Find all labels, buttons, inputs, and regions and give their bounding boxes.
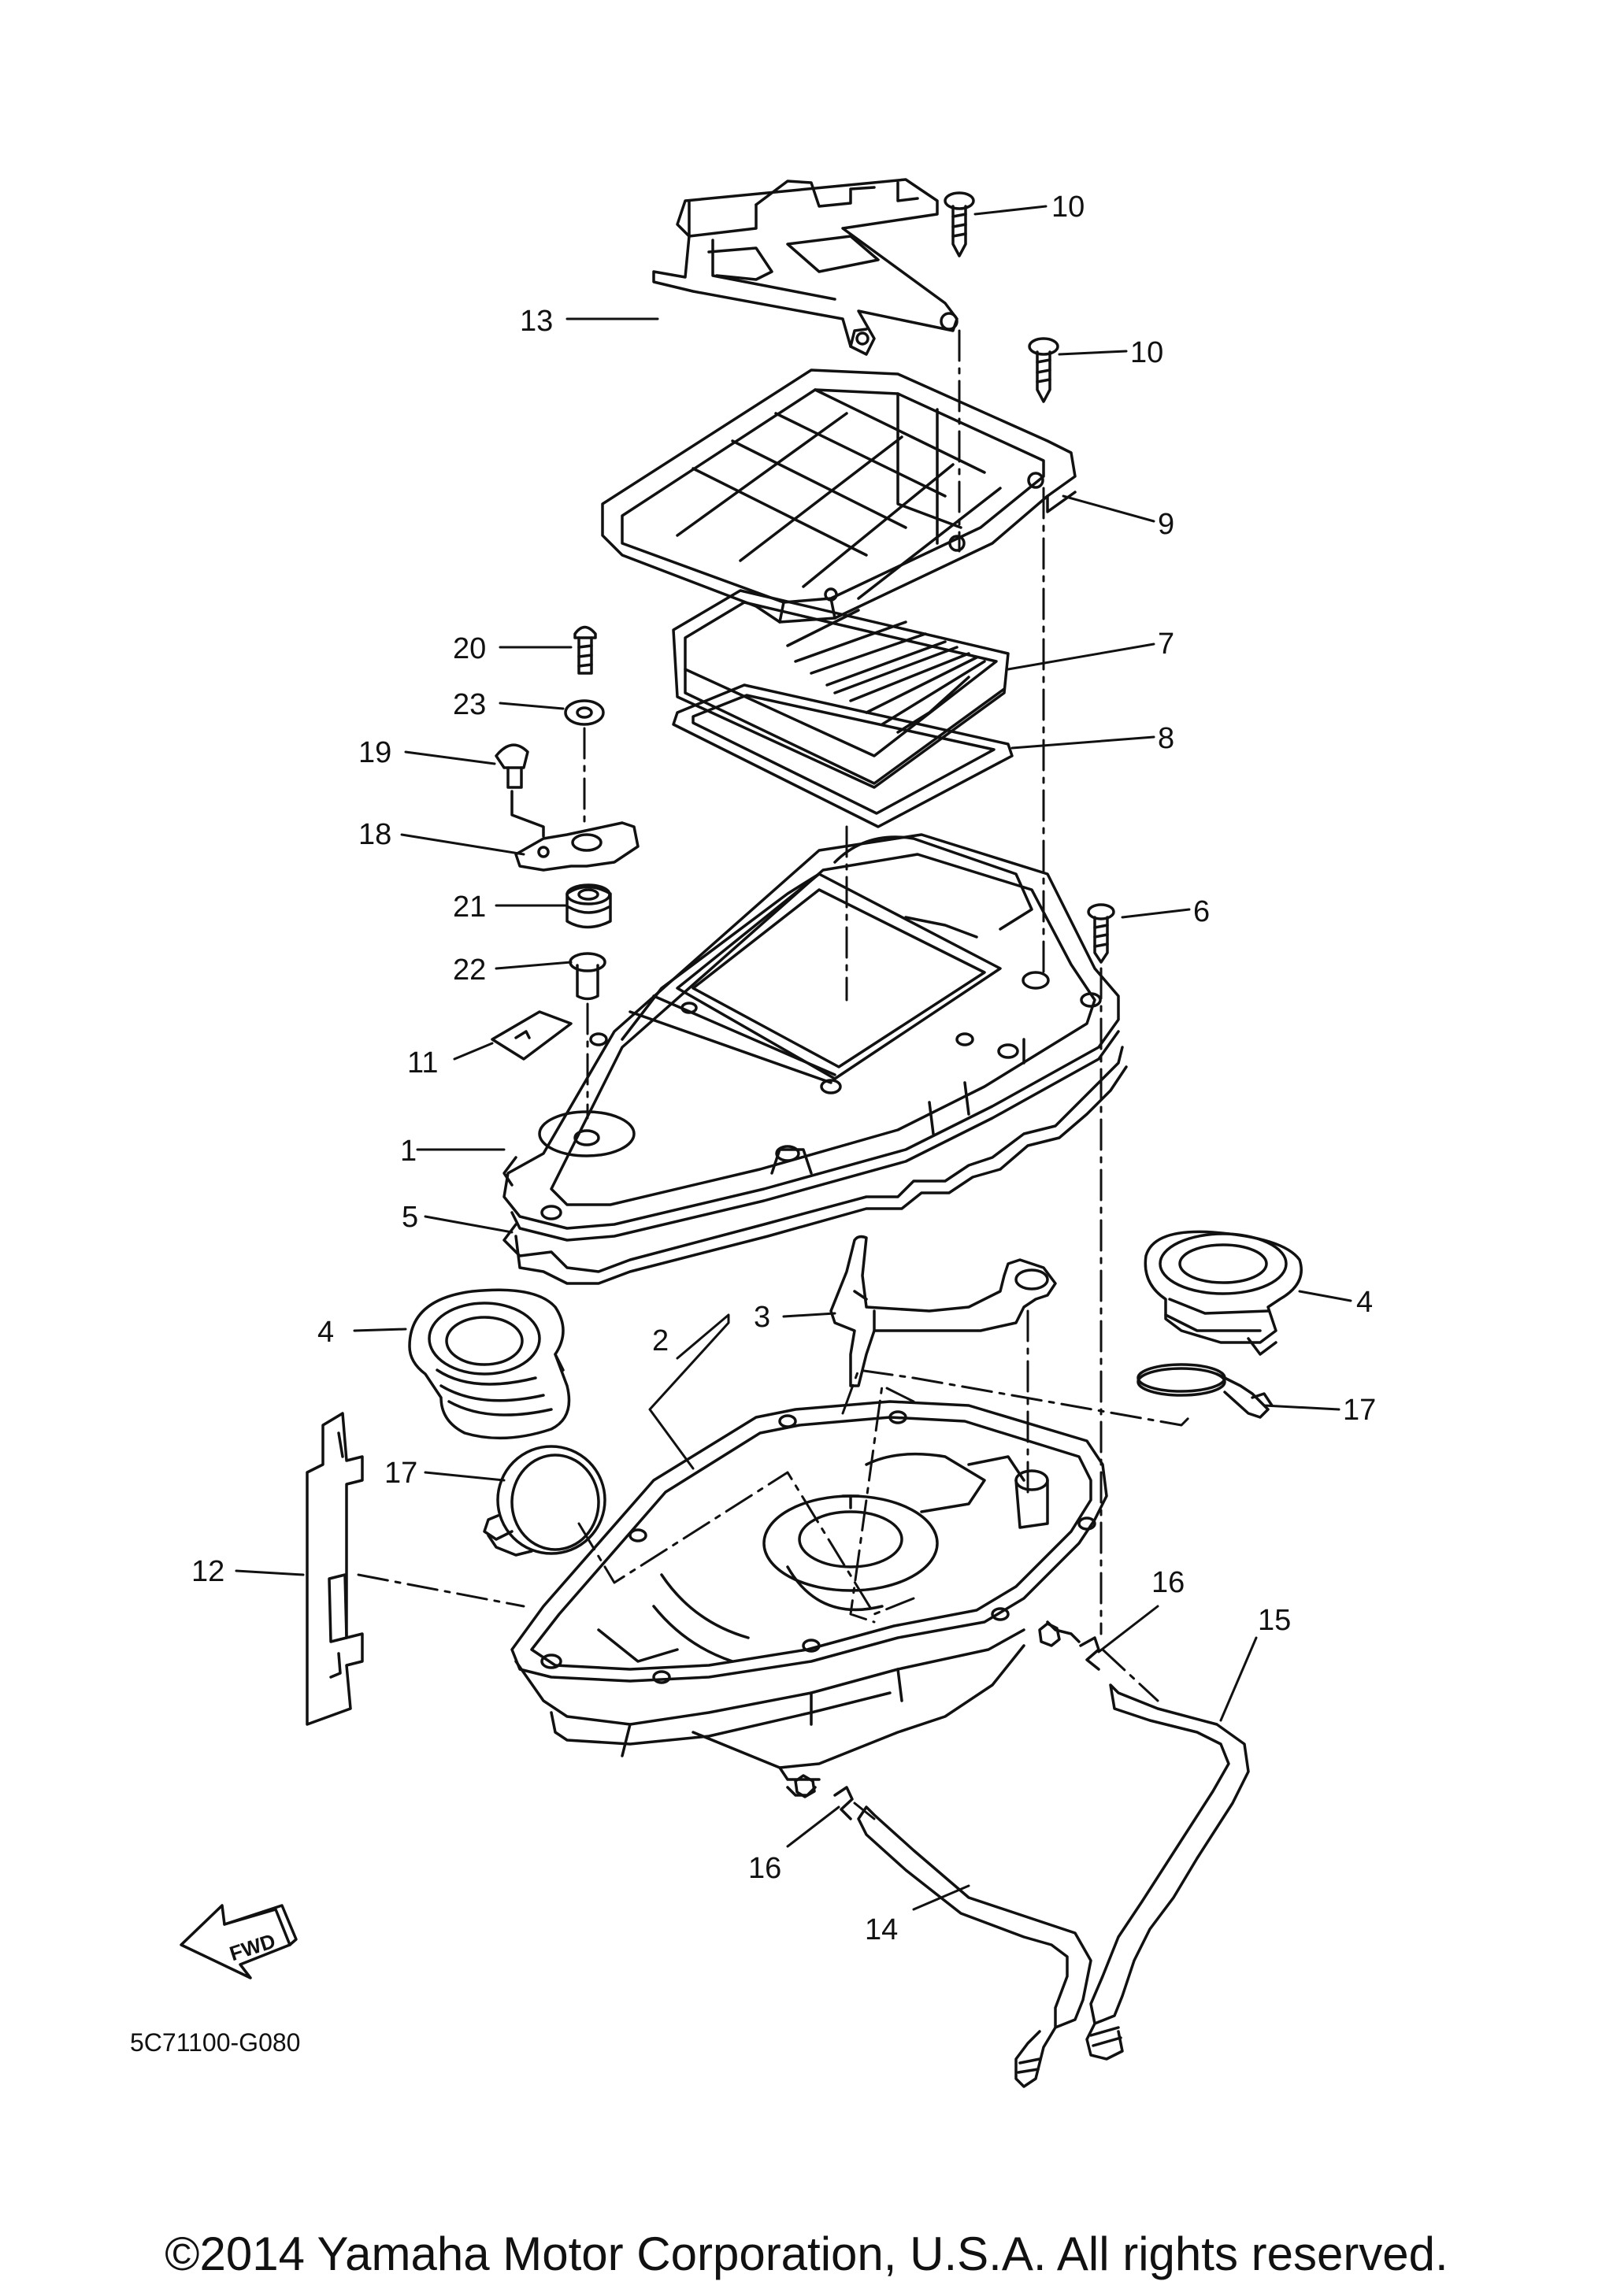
part-10-screw-lower [1028,337,1059,403]
callout-16-lower: 16 [748,1852,781,1885]
part-3-breather-pipe [829,1235,1057,1387]
callout-14: 14 [865,1913,898,1946]
callout-16-upper: 16 [1151,1566,1185,1599]
callout-19: 19 [358,736,391,769]
diagram-code: 5C71100-G080 [130,2028,300,2057]
part-9-filter-cover [601,368,1077,624]
part-5-gasket [502,1046,1128,1285]
callout-3: 3 [754,1301,770,1334]
callout-17-left: 17 [384,1457,417,1490]
callout-8: 8 [1158,722,1174,755]
callout-13: 13 [520,305,553,338]
part-14-drain-hose [857,1805,1092,2088]
callout-2: 2 [652,1324,669,1357]
callout-15: 15 [1258,1604,1291,1637]
part-7-air-filter [672,589,1010,789]
copyright-notice: ©2014 Yamaha Motor Corporation, U.S.A. A… [165,2227,1448,2280]
alignment-lines [357,329,1191,1820]
part-18-bracket-plate [510,790,640,872]
part-15-drain-hose [1085,1683,1250,2061]
part-22-collar [569,952,606,1001]
part-13-bracket [652,178,959,356]
callout-5: 5 [402,1201,418,1234]
part-21-grommet [565,883,612,929]
part-10-screw-upper [944,191,975,257]
part-19-bolt [495,743,529,789]
callout-6: 6 [1193,895,1210,928]
callout-12: 12 [191,1555,224,1588]
part-12-sheet [306,1412,364,1726]
part-4-intake-boot-right [1144,1230,1303,1356]
callout-10-lower: 10 [1130,336,1163,369]
part-23-washer [564,699,605,726]
part-20-bolt [573,625,597,675]
part-17-clamp-left [483,1445,606,1557]
callout-18: 18 [358,818,391,851]
callout-20: 20 [453,632,486,665]
part-6-screw [1087,903,1115,964]
part-16-clip-lower [794,1774,854,1820]
callout-21: 21 [453,891,486,924]
part-4-intake-boot-left [408,1288,571,1440]
callout-22: 22 [453,954,486,987]
callout-9: 9 [1158,508,1174,541]
callout-17-right: 17 [1343,1394,1376,1427]
callout-1: 1 [400,1135,417,1168]
callout-7: 7 [1158,628,1174,661]
part-11-label [491,1010,573,1061]
part-8-gasket [672,683,1014,828]
part-17-clamp-right [1137,1363,1274,1419]
fwd-arrow-icon: FWD [180,1904,298,1979]
leader-lines [235,205,1352,1911]
part-16-clip-upper [1038,1622,1100,1671]
part-2-lower-case [510,1400,1108,1797]
callout-10-upper: 10 [1051,191,1085,224]
callout-23: 23 [453,688,486,721]
callout-4-right: 4 [1356,1286,1373,1319]
callout-11: 11 [407,1046,438,1079]
callout-numbers: 10 10 9 7 8 13 20 23 19 18 21 22 11 6 1 … [191,191,1376,1946]
callout-4-left: 4 [317,1316,334,1349]
